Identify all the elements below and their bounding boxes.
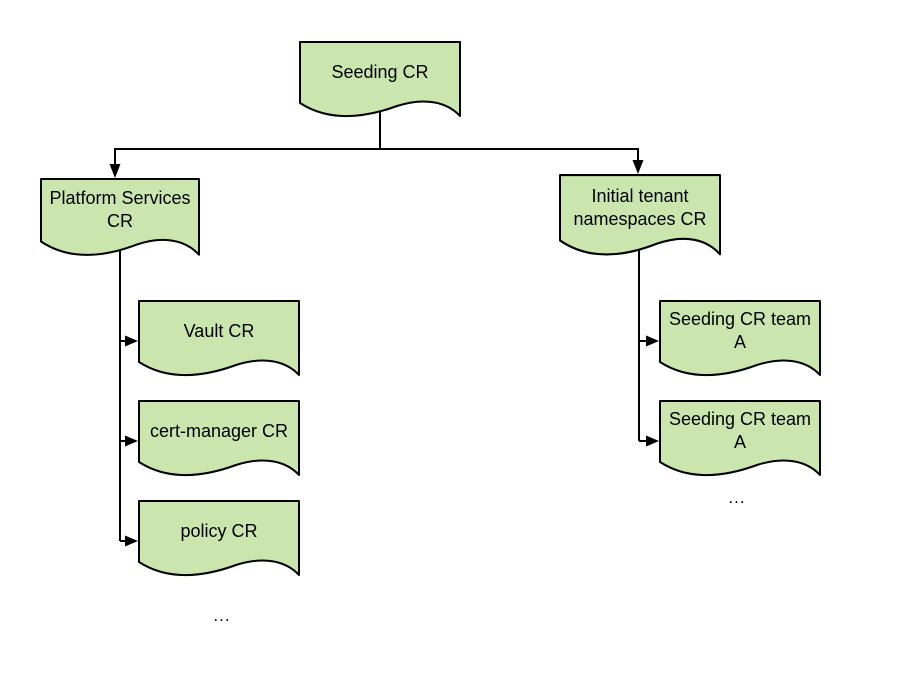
document-shape-icon <box>299 41 461 118</box>
document-shape-icon <box>559 174 721 256</box>
node-seeding-cr-team-a-1: Seeding CR team A <box>659 300 821 384</box>
ellipsis-right: ... <box>728 488 746 507</box>
node-platform-services-cr: Platform Services CR <box>40 178 200 264</box>
arrowhead-right-team-a-1 <box>646 335 659 347</box>
ellipsis-left: ... <box>213 606 231 625</box>
document-shape-icon <box>659 300 821 377</box>
node-seeding-cr: Seeding CR <box>299 41 461 125</box>
node-initial-tenant-namespaces-cr: Initial tenant namespaces CR <box>559 174 721 264</box>
document-shape-icon <box>138 400 300 477</box>
arrowhead-right-vault <box>125 335 138 347</box>
connector-arrow-group <box>109 160 659 547</box>
node-vault-cr: Vault CR <box>138 300 300 384</box>
document-shape-icon <box>138 500 300 577</box>
document-shape-icon <box>40 178 200 256</box>
connector-stroke-group <box>114 102 647 542</box>
node-seeding-cr-team-a-2: Seeding CR team A <box>659 400 821 484</box>
node-policy-cr: policy CR <box>138 500 300 584</box>
arrowhead-right-policy <box>125 535 138 547</box>
document-shape-icon <box>659 400 821 477</box>
document-shape-icon <box>138 300 300 377</box>
arrowhead-right-cert-manager <box>125 435 138 447</box>
arrowhead-down-tenant <box>632 160 644 174</box>
arrowhead-right-team-a-2 <box>646 435 659 447</box>
arrowhead-down-platform <box>109 164 121 178</box>
node-cert-manager-cr: cert-manager CR <box>138 400 300 484</box>
